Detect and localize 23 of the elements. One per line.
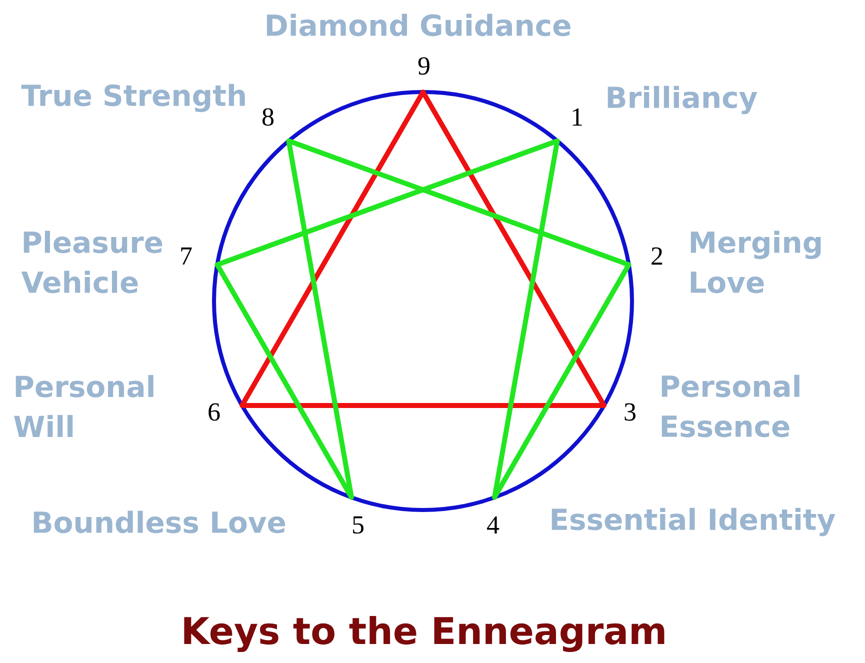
point-name: Brilliancy (608, 86, 758, 114)
point-name: Personal Essence (662, 374, 800, 438)
point-number: 1 (572, 108, 582, 126)
connecting-line (240, 403, 606, 408)
point-number: 5 (353, 516, 364, 534)
connecting-line (240, 90, 426, 408)
point-number: 9 (418, 57, 430, 75)
title: Keys to the Enneagram (184, 616, 664, 652)
point-name: Essential Identity (552, 508, 836, 536)
connecting-line (420, 90, 606, 408)
point-number: 2 (652, 247, 662, 265)
point-name: Merging Love (690, 230, 821, 294)
connecting-line (214, 138, 560, 268)
point-number: 7 (181, 247, 192, 264)
point-name: Diamond Guidance (266, 14, 570, 36)
point-name: True Strength (21, 84, 245, 112)
point-number: 3 (624, 403, 636, 421)
point-number: 4 (487, 516, 500, 534)
point-number: 8 (262, 108, 274, 126)
point-number: 6 (208, 403, 220, 421)
point-name: Personal Will (14, 374, 154, 437)
point-name: Boundless Love (34, 510, 286, 534)
point-name: Pleasure Vehicle (21, 230, 162, 294)
